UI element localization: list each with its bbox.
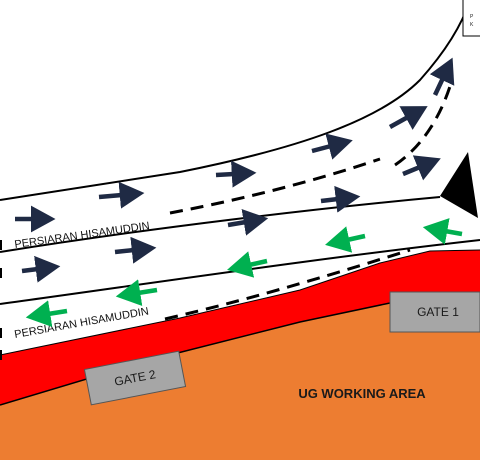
corner-note-box: P K bbox=[462, 0, 480, 37]
red-band-boundary bbox=[0, 249, 480, 356]
arrow-left-icon bbox=[422, 218, 463, 245]
arrow-right-icon bbox=[402, 155, 441, 181]
upper-road-label: PERSIARAN HISAMUDDIN bbox=[14, 220, 151, 251]
arrow-left-icon bbox=[25, 300, 68, 327]
left-edge-mark bbox=[0, 328, 2, 338]
lower-lane-divider bbox=[164, 248, 411, 321]
ramp-lane-divider bbox=[394, 79, 454, 167]
corner-note-line-2: K bbox=[470, 22, 474, 28]
arrow-right-icon bbox=[320, 185, 361, 213]
road-upper-edge bbox=[0, 0, 471, 201]
gate-1: GATE 1 bbox=[389, 291, 480, 333]
corner-note-line-1: P bbox=[470, 14, 474, 20]
arrow-right-icon bbox=[429, 57, 455, 96]
arrow-right-icon bbox=[388, 106, 428, 130]
arrow-right-icon bbox=[21, 255, 61, 283]
left-edge-mark bbox=[0, 268, 2, 278]
traffic-arrows bbox=[15, 57, 463, 327]
upper-lane-divider bbox=[169, 157, 381, 215]
gate-2: GATE 2 bbox=[83, 350, 187, 406]
arrow-left-icon bbox=[325, 226, 366, 253]
left-edge-mark bbox=[0, 240, 2, 250]
arrow-right-icon bbox=[227, 209, 269, 236]
working-area bbox=[0, 296, 480, 460]
arrow-right-icon bbox=[311, 133, 353, 160]
arrow-left-icon bbox=[227, 251, 268, 278]
working-area-label: UG WORKING AREA bbox=[298, 386, 426, 401]
left-edge-mark bbox=[0, 350, 2, 360]
arrow-right-icon bbox=[114, 236, 157, 264]
arrow-right-icon bbox=[98, 181, 145, 209]
gate-1-label: GATE 1 bbox=[417, 305, 459, 319]
arrow-right-icon bbox=[215, 160, 257, 188]
arrow-left-icon bbox=[115, 279, 158, 306]
triangle-marker-icon bbox=[440, 152, 478, 218]
road-middle-edge bbox=[0, 196, 441, 253]
